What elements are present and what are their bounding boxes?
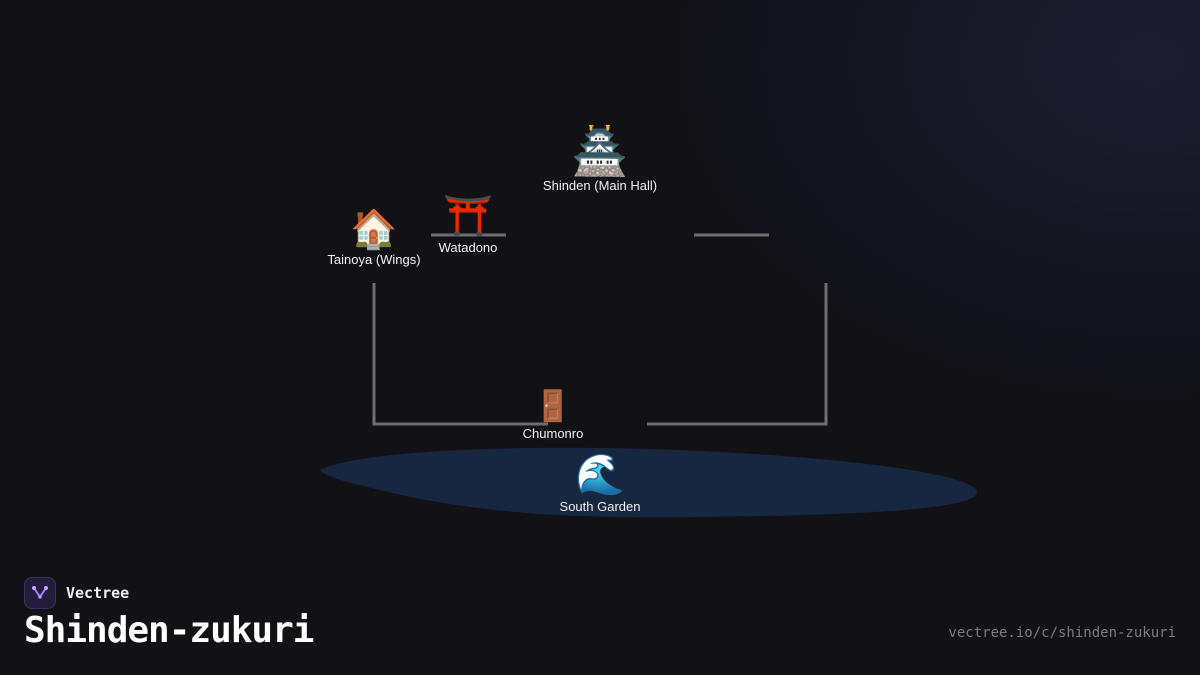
- chumonro-label: Chumonro: [522, 426, 584, 441]
- south-garden-pond: [320, 447, 978, 518]
- door-icon: 🚪: [534, 389, 572, 424]
- shinden-node[interactable]: 🏯 Shinden (Main Hall): [543, 128, 657, 193]
- castle-icon: 🏯: [571, 124, 629, 178]
- wave-icon: 🌊: [575, 452, 625, 498]
- shinden-label: Shinden (Main Hall): [542, 178, 658, 193]
- watadono-label: Watadono: [438, 240, 498, 255]
- east-corridor: [647, 283, 828, 426]
- chumonro-node[interactable]: 🚪 Chumonro: [522, 389, 584, 442]
- tainoya-label: Tainoya (Wings): [327, 252, 421, 267]
- torii-gate-icon: ⛩️: [443, 193, 493, 239]
- page-title: Shinden-zukuri: [24, 610, 314, 651]
- page-url[interactable]: vectree.io/c/shinden-zukuri: [948, 625, 1176, 641]
- vectree-logo-icon: [24, 577, 56, 609]
- house-icon: 🏠: [350, 207, 398, 251]
- west-corridor: [372, 283, 548, 426]
- tainoya-node[interactable]: 🏠 Tainoya (Wings): [327, 210, 420, 267]
- brand[interactable]: Vectree: [24, 577, 129, 609]
- watadono-node[interactable]: ⛩️ Watadono: [439, 196, 498, 255]
- brand-name: Vectree: [66, 584, 130, 602]
- south-garden-label: South Garden: [559, 499, 641, 514]
- south-garden-node[interactable]: 🌊 South Garden: [560, 455, 641, 514]
